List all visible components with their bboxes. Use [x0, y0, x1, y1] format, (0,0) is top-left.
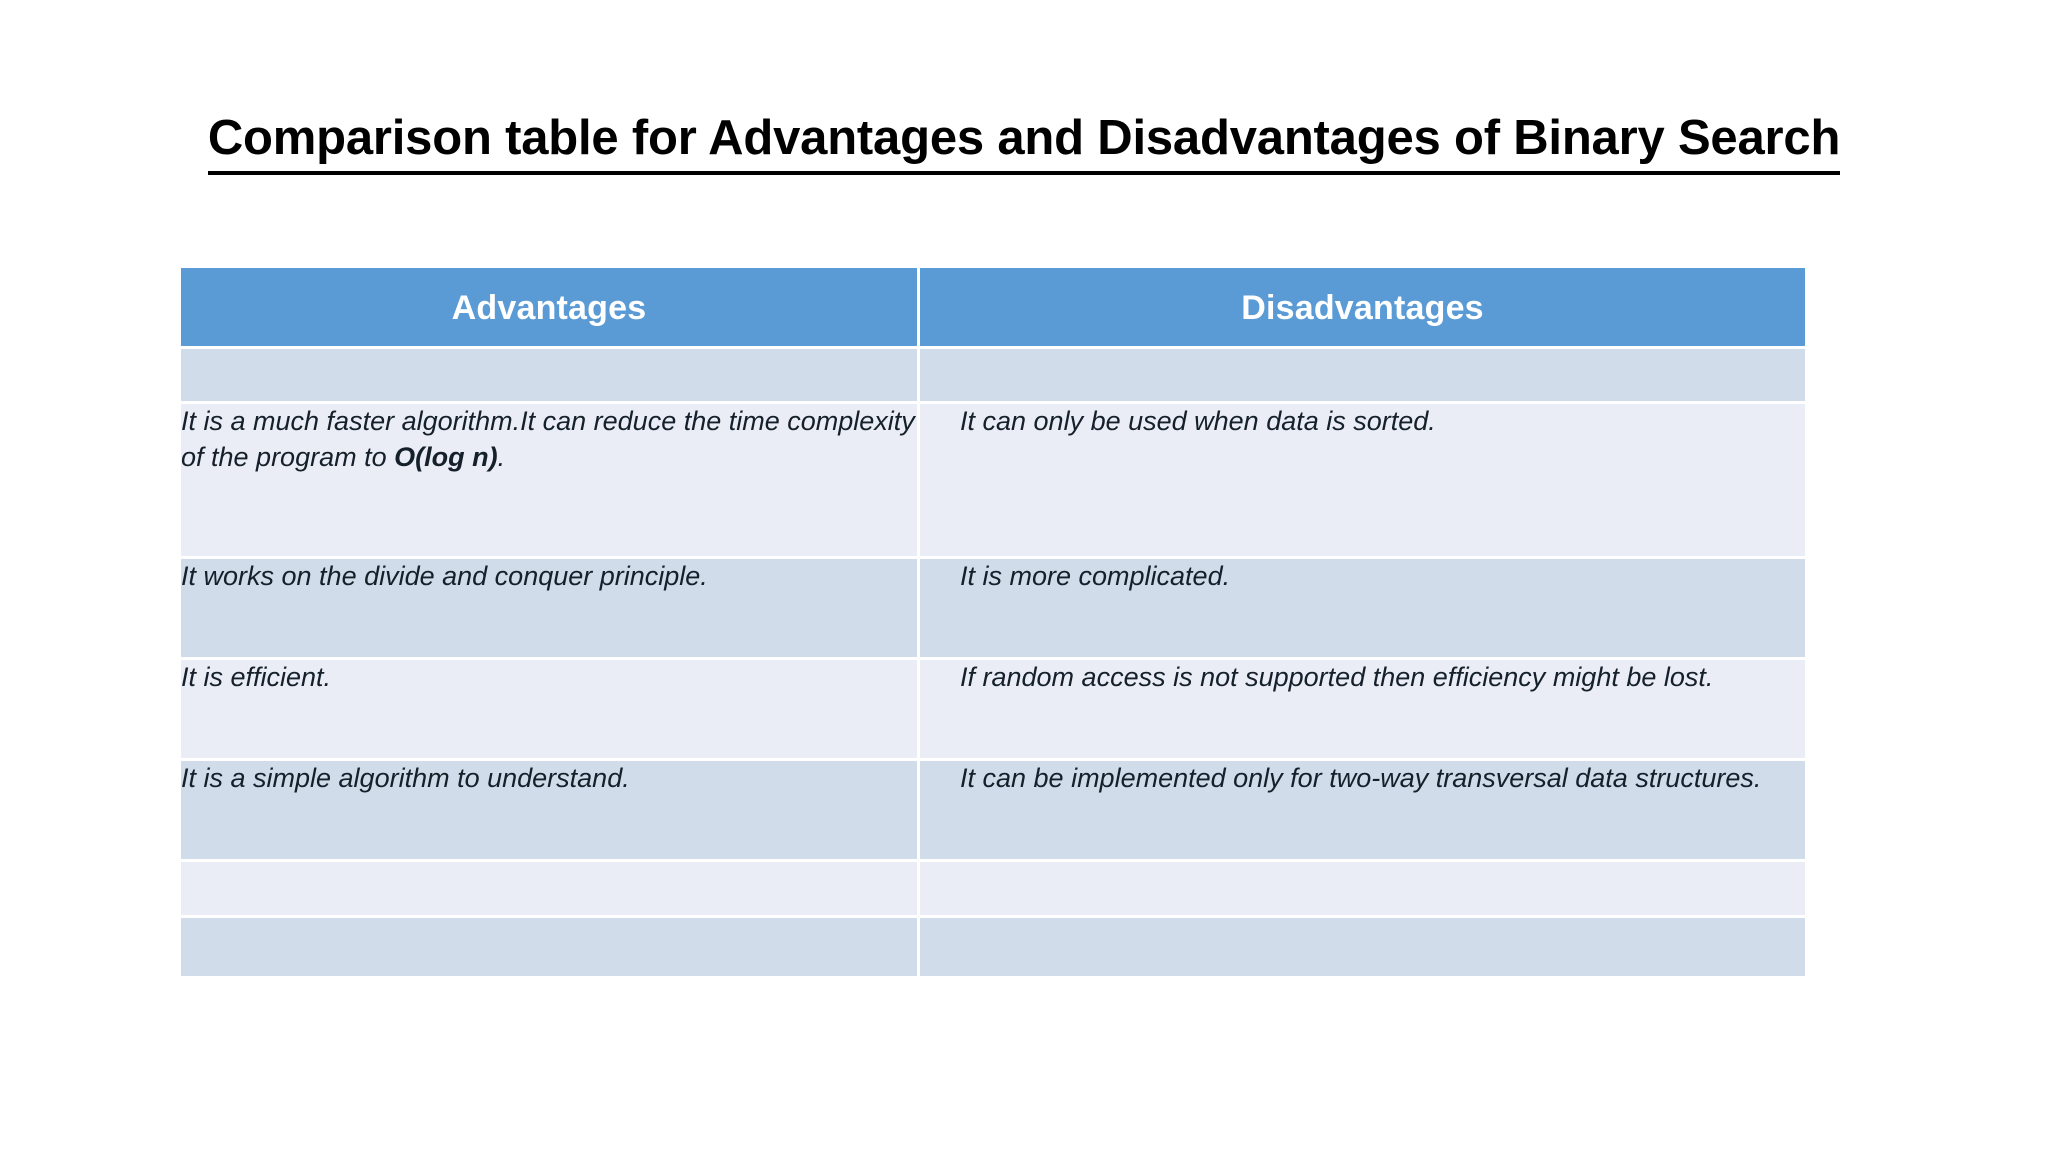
- column-header-advantages: Advantages: [181, 268, 920, 349]
- column-header-disadvantages: Disadvantages: [920, 268, 1805, 349]
- cell-disadvantages-4: It can be implemented only for two-way t…: [920, 761, 1805, 862]
- cell-advantages-2: It works on the divide and conquer princ…: [181, 559, 920, 660]
- table-row: It is a simple algorithm to understand. …: [181, 761, 1805, 862]
- column-header-disadvantages-label: Disadvantages: [1241, 289, 1484, 327]
- comparison-table: Advantages Disadvantages It is a much fa…: [181, 268, 1805, 976]
- cell-disadvantages-2: It is more complicated.: [920, 559, 1805, 660]
- cell-advantages-1: It is a much faster algorithm.It can red…: [181, 404, 920, 559]
- table-row: It works on the divide and conquer princ…: [181, 559, 1805, 660]
- cell-disadvantages-empty-1: [920, 862, 1805, 918]
- table-row: [181, 862, 1805, 918]
- page-title: Comparison table for Advantages and Disa…: [207, 111, 1840, 175]
- table-row: It is efficient. If random access is not…: [181, 660, 1805, 761]
- cell-advantages-empty-1: [181, 862, 920, 918]
- table-body: It is a much faster algorithm.It can red…: [181, 349, 1805, 976]
- column-header-advantages-label: Advantages: [451, 289, 647, 327]
- cell-disadvantages-1: It can only be used when data is sorted.: [920, 404, 1805, 559]
- comparison-table-container: Advantages Disadvantages It is a much fa…: [181, 268, 1805, 976]
- cell-disadvantages-3: If random access is not supported then e…: [920, 660, 1805, 761]
- cell-disadvantages-spacer: [920, 349, 1805, 404]
- cell-text-emphasis: O(log n): [394, 441, 498, 472]
- page-title-container: Comparison table for Advantages and Disa…: [0, 111, 2048, 175]
- table-row: It is a much faster algorithm.It can red…: [181, 404, 1805, 559]
- cell-advantages-spacer: [181, 349, 920, 404]
- cell-advantages-empty-2: [181, 918, 920, 976]
- cell-disadvantages-empty-2: [920, 918, 1805, 976]
- cell-advantages-3: It is efficient.: [181, 660, 920, 761]
- cell-text-suffix: .: [497, 441, 506, 472]
- cell-text-prefix: It is a much faster algorithm.It can red…: [181, 406, 915, 472]
- table-row: [181, 918, 1805, 976]
- table-row: [181, 349, 1805, 404]
- table-header-row: Advantages Disadvantages: [181, 268, 1805, 349]
- cell-advantages-4: It is a simple algorithm to understand.: [181, 761, 920, 862]
